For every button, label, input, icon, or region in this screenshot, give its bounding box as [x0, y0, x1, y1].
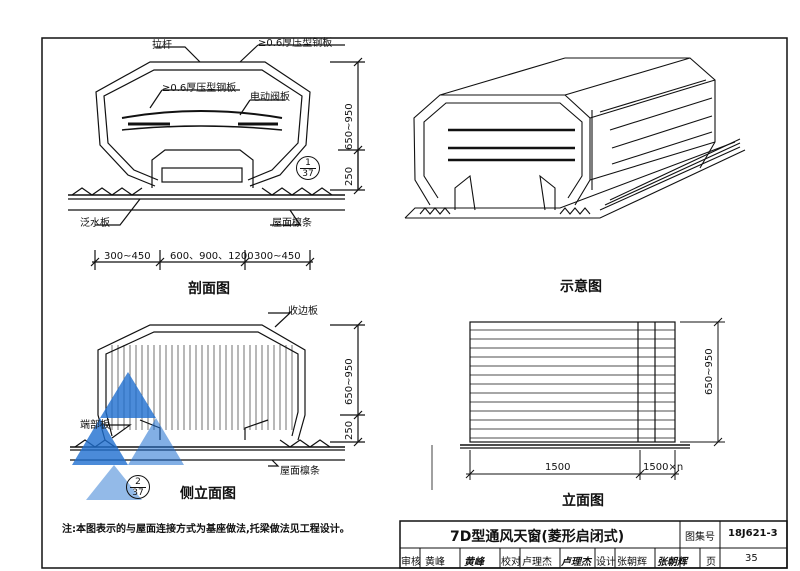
- side-detail-ref: 2 37: [126, 475, 150, 499]
- page-number: 35: [745, 553, 758, 564]
- dim-section-base: 250: [344, 166, 355, 186]
- section-ref-bottom: 37: [302, 169, 314, 179]
- dim-section-mid: 600、900、1200: [170, 251, 254, 262]
- elevation-dims: [431, 317, 725, 490]
- caption-section-view: 剖面图: [188, 281, 230, 297]
- label-damper: 电动阀板: [250, 92, 290, 103]
- watermark-logo: [72, 372, 184, 500]
- label-end-plate: 端部板: [80, 420, 110, 431]
- check-signature: 卢理杰: [561, 557, 591, 568]
- label-steel-outer: ≥0.6厚压型钢板: [258, 38, 333, 49]
- drawing-title: 7D型通风天窗(菱形启闭式): [450, 529, 625, 545]
- dim-section-height: 650~950: [344, 103, 355, 150]
- review-label: 审核: [401, 557, 421, 568]
- check-name: 卢理杰: [522, 557, 552, 568]
- dim-elev-repeat: 1500×n: [643, 462, 684, 473]
- design-signature: 张朝辉: [657, 557, 687, 568]
- title-block-grid: [399, 520, 788, 569]
- dim-elev-length: 1500: [545, 462, 571, 473]
- elevation-view-drawing: [460, 321, 690, 449]
- schematic-view-drawing: [404, 57, 746, 219]
- check-label: 校对: [501, 557, 521, 568]
- section-detail-ref: 1 37: [296, 156, 320, 180]
- label-flashing: 泛水板: [80, 218, 110, 229]
- label-edge-plate: 收边板: [288, 306, 318, 317]
- side-ref-top: 2: [130, 477, 146, 488]
- atlas-label: 图集号: [685, 532, 715, 543]
- caption-schematic-view: 示意图: [560, 279, 602, 295]
- label-side-purlin: 屋面檩条: [280, 466, 320, 477]
- section-view-drawing: [68, 44, 365, 270]
- atlas-number: 18J621-3: [728, 528, 778, 539]
- dim-side-height: 650~950: [344, 358, 355, 405]
- drawing-note: 注:本图表示的与屋面连接方式为基座做法,托梁做法见工程设计。: [62, 524, 350, 535]
- dim-section-left: 300~450: [104, 251, 151, 262]
- section-ref-top: 1: [300, 158, 316, 169]
- label-purlin: 屋面檩条: [272, 218, 312, 229]
- dim-section-right: 300~450: [254, 251, 301, 262]
- design-label: 设计: [596, 557, 616, 568]
- page-label: 页: [706, 557, 716, 568]
- review-name: 黄峰: [425, 557, 445, 568]
- side-ref-bottom: 37: [132, 488, 144, 498]
- label-tie-rod: 拉杆: [152, 40, 172, 51]
- dim-elev-height: 650~950: [704, 348, 715, 395]
- elevation-view-panels: [470, 329, 675, 439]
- design-name: 张朝辉: [617, 557, 647, 568]
- review-signature: 黄峰: [464, 557, 484, 568]
- label-steel-inner: ≥0.6厚压型钢板: [162, 83, 237, 94]
- caption-elevation-view: 立面图: [562, 493, 604, 509]
- dim-side-base: 250: [344, 420, 355, 440]
- caption-side-view: 侧立面图: [180, 486, 236, 502]
